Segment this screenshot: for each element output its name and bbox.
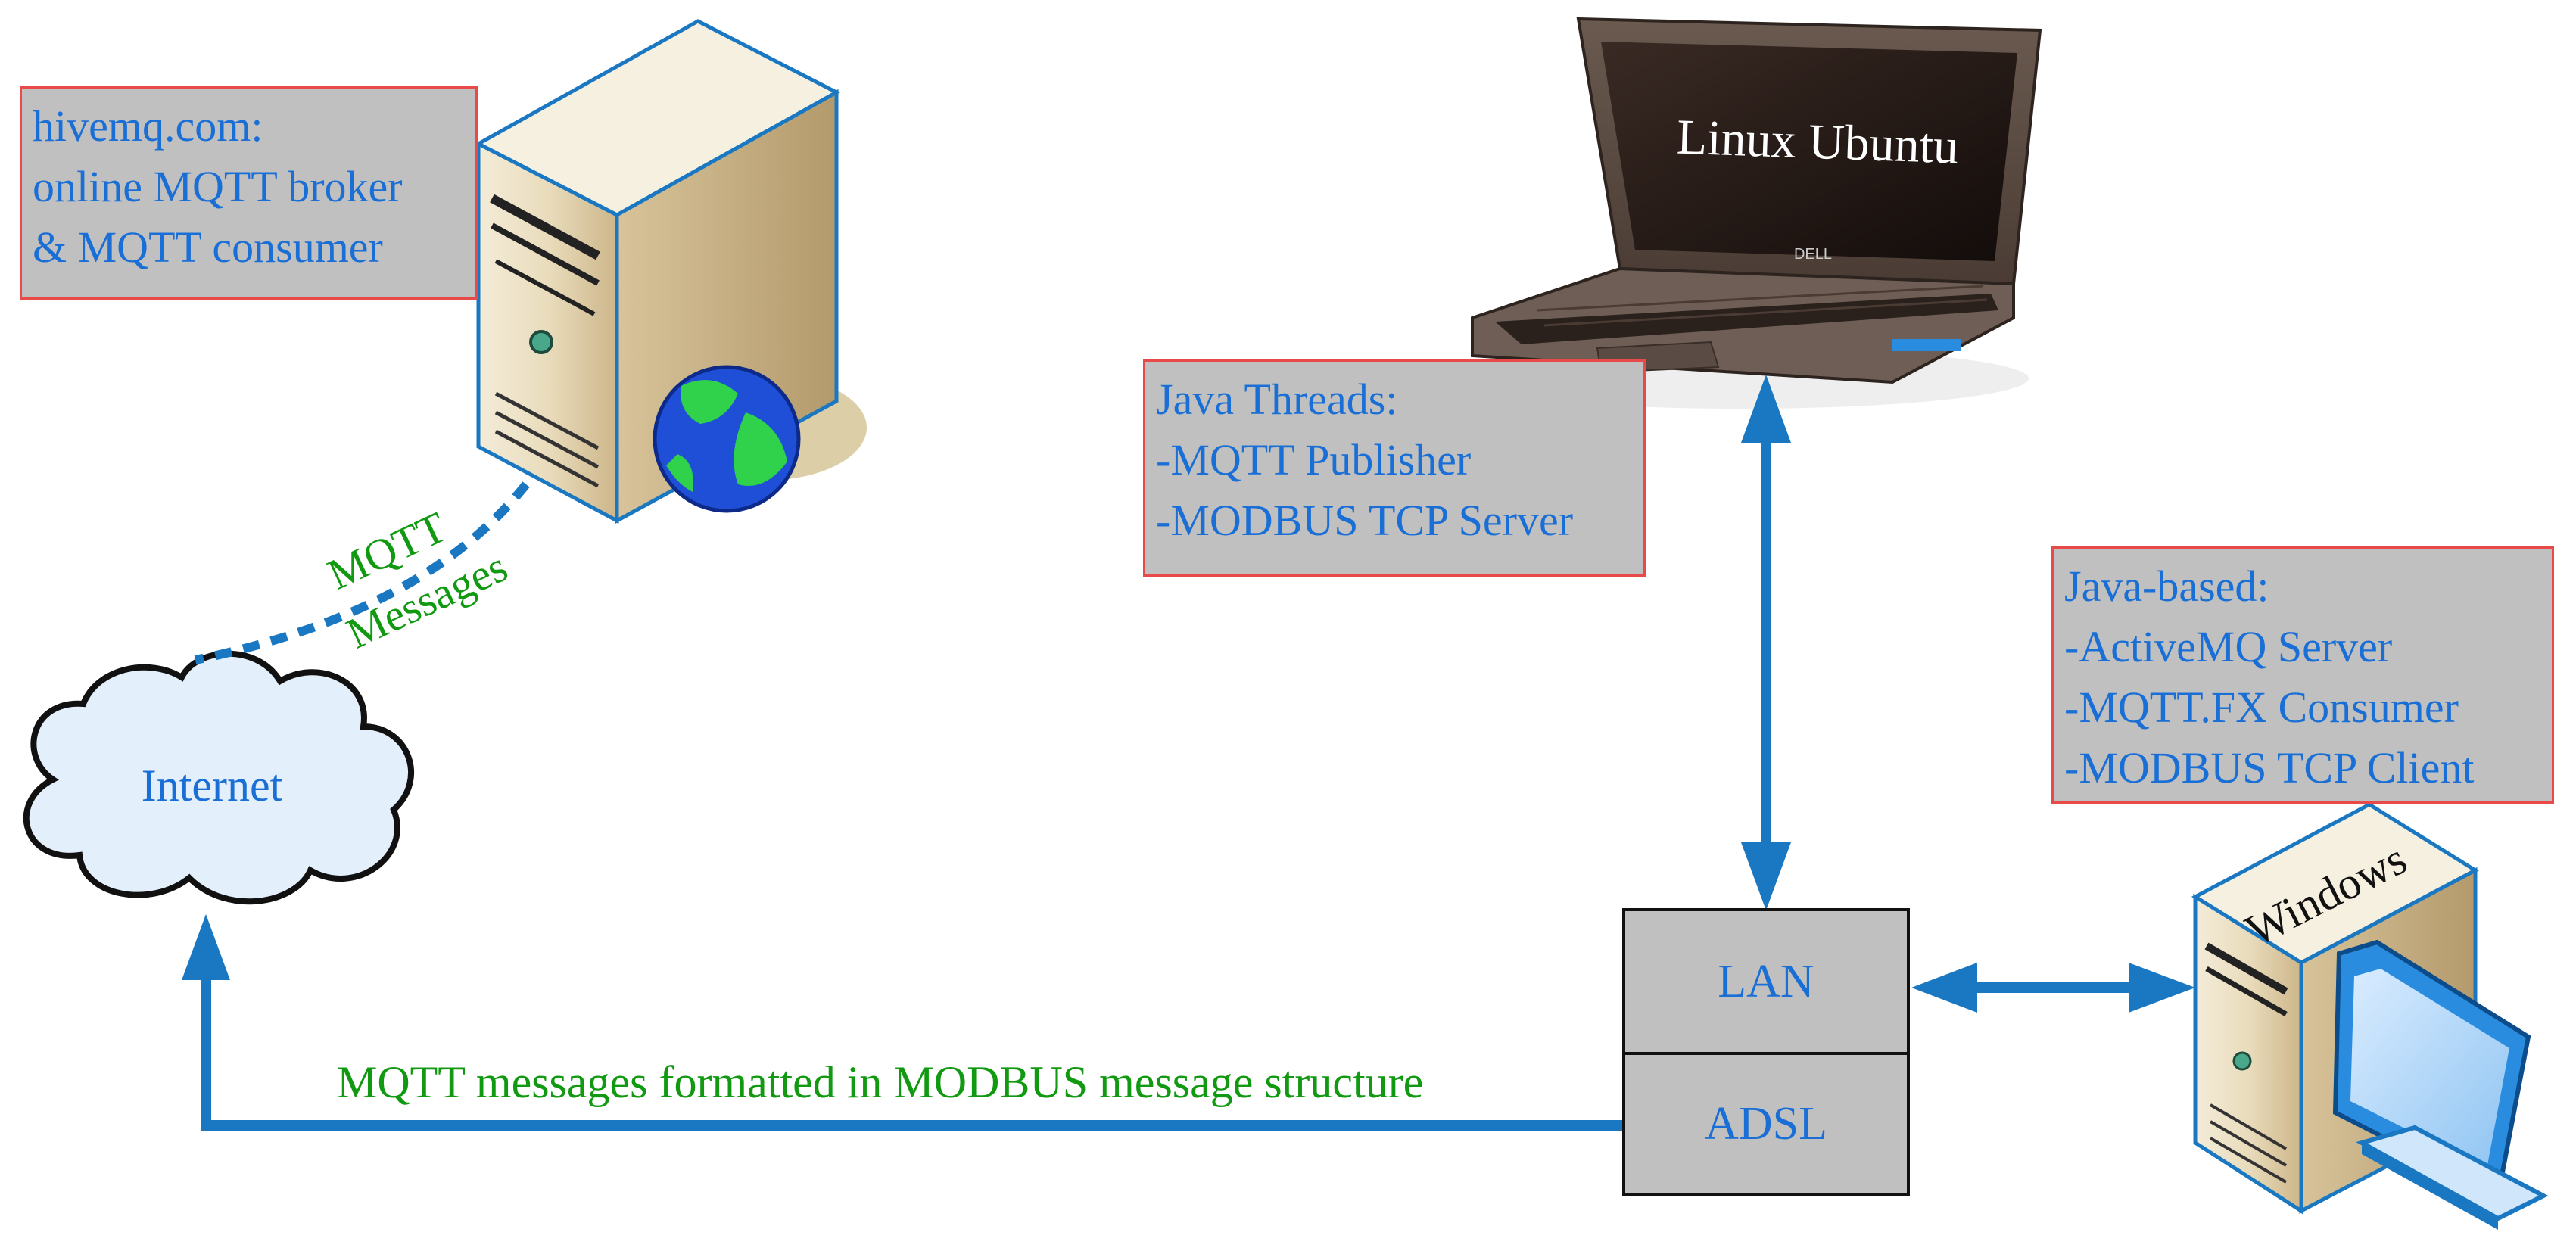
- java-threads-line-1: Java Threads:: [1156, 375, 1398, 424]
- laptop-os-label: Linux Ubuntu: [1675, 109, 1960, 175]
- java-based-info-box: Java-based: -ActiveMQ Server -MQTT.FX Co…: [2051, 546, 2554, 804]
- java-threads-line-3: -MODBUS TCP Server: [1156, 496, 1574, 545]
- globe-icon: [653, 365, 801, 513]
- java-based-line-4: -MODBUS TCP Client: [2064, 743, 2475, 792]
- hivemq-line-3: & MQTT consumer: [33, 222, 383, 272]
- laptop-brand: DELL: [1794, 246, 1832, 263]
- bottom-link-label: MQTT messages formatted in MODBUS messag…: [337, 1057, 1423, 1107]
- hivemq-line-1: hivemq.com:: [33, 101, 263, 151]
- java-based-line-3: -MQTT.FX Consumer: [2064, 683, 2459, 732]
- internet-label: Internet: [142, 761, 283, 811]
- java-based-line-1: Java-based:: [2064, 562, 2269, 611]
- hivemq-info-box: hivemq.com: online MQTT broker & MQTT co…: [20, 86, 478, 300]
- lan-windows-arrow: [1911, 963, 2195, 1013]
- laptop-lan-arrow: [1741, 375, 1791, 910]
- windows-pc-icon: [2191, 802, 2549, 1230]
- java-based-line-2: -ActiveMQ Server: [2064, 622, 2393, 671]
- java-threads-line-2: -MQTT Publisher: [1156, 435, 1472, 484]
- hivemq-line-2: online MQTT broker: [33, 162, 403, 211]
- java-threads-info-box: Java Threads: -MQTT Publisher -MODBUS TC…: [1143, 359, 1646, 577]
- laptop-icon: DELL: [1453, 17, 2042, 409]
- mqtt-dashed-link: [194, 481, 530, 664]
- internet-cloud: [23, 650, 415, 905]
- lan-cell: LAN: [1622, 908, 1910, 1055]
- adsl-internet-arrow: [182, 914, 1624, 1131]
- adsl-cell: ADSL: [1622, 1052, 1910, 1196]
